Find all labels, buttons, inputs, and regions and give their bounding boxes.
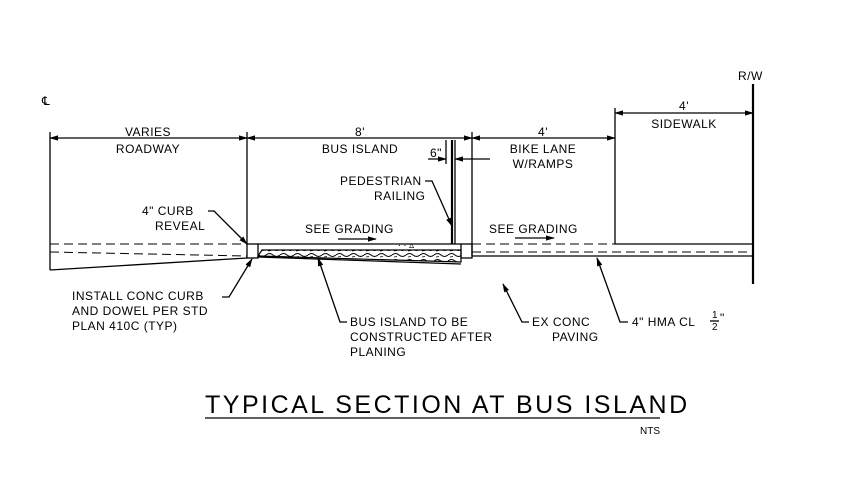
hma-quote: " bbox=[720, 311, 725, 325]
island-base-gravel bbox=[256, 249, 462, 263]
ex-conc-note-2: PAVING bbox=[552, 330, 599, 344]
drawing-title: TYPICAL SECTION AT BUS ISLAND bbox=[205, 391, 690, 419]
bike-lane-ramps-label: W/RAMPS bbox=[513, 157, 574, 171]
railing-note-1: PEDESTRIAN bbox=[340, 174, 422, 188]
six-inch-dim: 6" bbox=[430, 146, 442, 160]
hma-fraction-numerator: 1 bbox=[712, 310, 718, 321]
extension-lines bbox=[49, 108, 616, 270]
railing-leader bbox=[425, 180, 453, 227]
island-leader bbox=[317, 257, 347, 323]
scale-note: NTS bbox=[640, 426, 660, 437]
centerline-symbol: ℄ bbox=[41, 94, 50, 108]
see-grading-right: SEE GRADING bbox=[489, 222, 578, 236]
hma-leader bbox=[596, 257, 628, 323]
ex-conc-leader bbox=[502, 283, 529, 323]
hma-fraction-denominator: 2 bbox=[712, 322, 718, 333]
sidewalk-label: SIDEWALK bbox=[651, 117, 717, 131]
bike-lane-dim: 4' bbox=[538, 125, 548, 139]
row-label: R/W bbox=[738, 69, 763, 83]
railing-note-2: RAILING bbox=[374, 189, 426, 203]
dimension-lines bbox=[49, 110, 754, 162]
see-grading-left: SEE GRADING bbox=[305, 222, 394, 236]
bike-lane-label: BIKE LANE bbox=[510, 142, 577, 156]
island-fill-dots: ∙ ∙ ▵ bbox=[398, 240, 414, 251]
curb-reveal-leader bbox=[208, 210, 248, 245]
install-curb-note-3: PLAN 410C (TYP) bbox=[72, 319, 178, 333]
pavement-lines bbox=[49, 243, 753, 271]
island-note-1: BUS ISLAND TO BE bbox=[350, 315, 468, 329]
install-curb-leader bbox=[222, 258, 253, 298]
curb-reveal-note-2: REVEAL bbox=[155, 219, 205, 233]
ex-conc-note-1: EX CONC bbox=[532, 315, 590, 329]
install-curb-note-2: AND DOWEL PER STD bbox=[72, 304, 208, 318]
bus-island-section: ∙ ∙ ▵ bbox=[246, 240, 473, 265]
bus-island-dim: 8' bbox=[355, 125, 365, 139]
bus-island-label: BUS ISLAND bbox=[322, 142, 398, 156]
pedestrian-railing bbox=[450, 140, 456, 244]
curb-reveal-note-1: 4" CURB bbox=[142, 204, 194, 218]
roadway-dim: VARIES bbox=[125, 125, 171, 139]
hma-note: 4" HMA CL bbox=[632, 315, 695, 329]
roadway-label: ROADWAY bbox=[116, 142, 180, 156]
install-curb-note-1: INSTALL CONC CURB bbox=[72, 289, 204, 303]
island-note-3: PLANING bbox=[350, 345, 406, 359]
island-note-2: CONSTRUCTED AFTER bbox=[350, 330, 493, 344]
sidewalk-dim: 4' bbox=[679, 99, 689, 113]
